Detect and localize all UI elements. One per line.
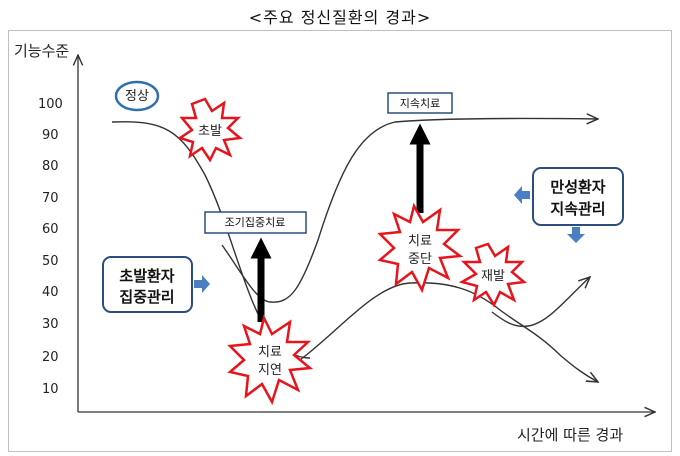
stop-label-2: 중단 — [408, 252, 432, 267]
y-tick-60: 60 — [42, 222, 59, 237]
y-tick-80: 80 — [42, 159, 59, 174]
y-tick-20: 20 — [42, 350, 59, 365]
curve-early-treatment — [221, 118, 598, 303]
onset-label: 초발 — [198, 124, 222, 139]
first-episode-label-1: 초발환자 — [119, 267, 174, 285]
chronic-arrow-down — [567, 227, 585, 243]
curve-relapse — [491, 277, 590, 328]
sustained-treatment-box — [387, 92, 453, 114]
relapse-label: 재발 — [481, 269, 505, 284]
y-axis-label: 기능수준 — [14, 42, 69, 60]
y-tick-50: 50 — [42, 254, 59, 269]
y-tick-70: 70 — [42, 191, 59, 206]
y-tick-100: 100 — [38, 97, 63, 112]
y-tick-30: 30 — [42, 317, 59, 332]
normal-label: 정상 — [125, 89, 149, 104]
stop-label-1: 치료 — [408, 234, 432, 249]
early-treatment-box — [204, 211, 307, 234]
first-episode-arrow-right — [194, 275, 210, 293]
first-episode-box — [102, 256, 193, 313]
onset-burst — [177, 97, 244, 163]
first-episode-label-2: 집중관리 — [119, 288, 174, 306]
figure-title: <주요 정신질환의 경과> — [248, 8, 432, 27]
normal-circle — [114, 80, 160, 112]
chronic-label-2: 지속관리 — [550, 200, 605, 218]
chronic-arrow-left — [514, 186, 530, 204]
sustained-treatment-label: 지속치료 — [400, 97, 440, 110]
delay-label-1: 치료 — [258, 345, 282, 360]
delay-burst — [227, 314, 314, 406]
curve-after-delay — [299, 282, 598, 382]
x-axis-label: 시간에 따른 경과 — [517, 426, 623, 444]
delay-label-2: 지연 — [258, 363, 282, 378]
stop-burst — [377, 202, 464, 294]
chronic-label-1: 만성환자 — [550, 178, 605, 196]
early-treatment-label: 조기집중치료 — [225, 216, 286, 229]
y-tick-10: 10 — [42, 382, 59, 397]
y-tick-90: 90 — [42, 128, 59, 143]
chronic-box — [532, 167, 624, 226]
y-tick-40: 40 — [42, 285, 59, 300]
relapse-burst — [458, 242, 528, 308]
